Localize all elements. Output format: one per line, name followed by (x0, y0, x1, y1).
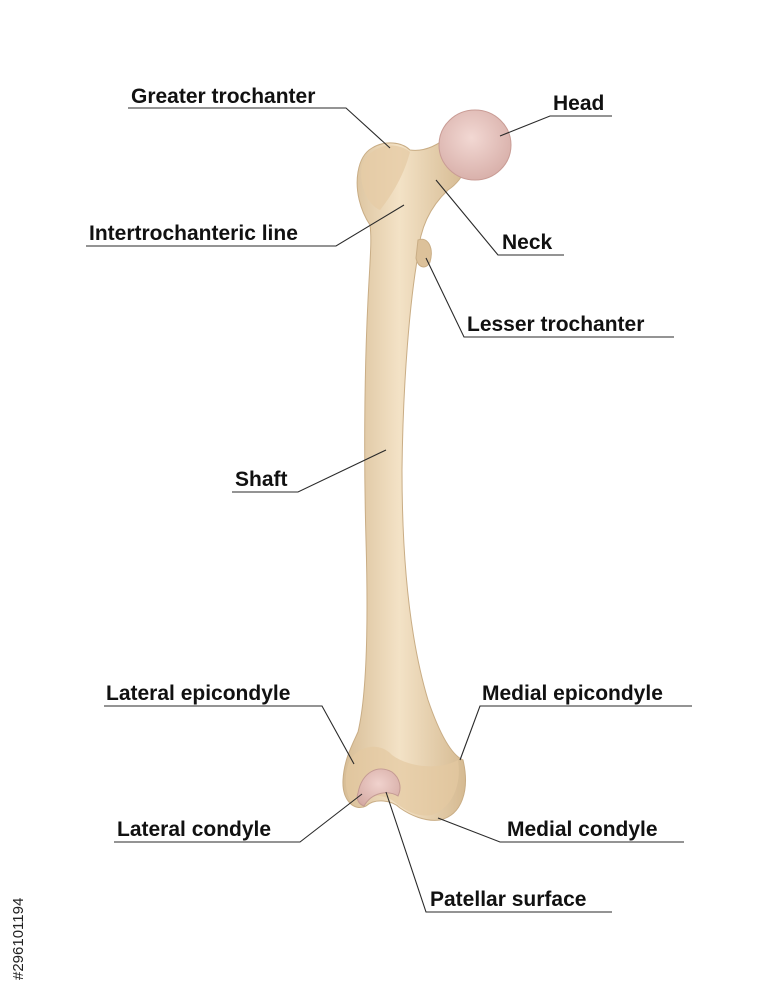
label-neck: Neck (502, 231, 553, 254)
patellar-surface-shape (356, 768, 401, 807)
label-intertrochanteric-line: Intertrochanteric line (89, 222, 298, 245)
label-patellar-surface: Patellar surface (430, 888, 587, 911)
leader-lateral-epicondyle (104, 705, 355, 765)
lesser-trochanter-shape (415, 238, 432, 268)
stock-id-text: #296101194 (10, 897, 27, 980)
leader-patellar-surface (385, 791, 612, 913)
femur-bone (342, 131, 469, 821)
leader-head (499, 115, 612, 137)
label-lateral-epicondyle: Lateral epicondyle (106, 682, 291, 705)
label-shaft: Shaft (235, 468, 288, 491)
leader-neck (435, 179, 564, 256)
greater-trochanter-shape (361, 145, 410, 210)
distal-end-shading (345, 746, 459, 816)
leader-intertrochanteric-line (86, 204, 405, 247)
leader-greater-trochanter (128, 107, 391, 149)
leader-shaft (232, 449, 387, 493)
leader-medial-condyle (437, 817, 684, 843)
label-greater-trochanter: Greater trochanter (131, 85, 316, 108)
leader-lesser-trochanter (425, 257, 674, 338)
label-lateral-condyle: Lateral condyle (117, 818, 272, 841)
stock-id-watermark: #296101194 (8, 768, 32, 980)
leader-lines (86, 107, 692, 913)
femoral-head (438, 109, 512, 181)
label-lesser-trochanter: Lesser trochanter (467, 313, 645, 336)
label-head: Head (553, 92, 605, 115)
label-medial-epicondyle: Medial epicondyle (482, 682, 663, 705)
leader-medial-epicondyle (459, 705, 692, 761)
label-medial-condyle: Medial condyle (507, 818, 658, 841)
leader-lateral-condyle (114, 793, 363, 843)
